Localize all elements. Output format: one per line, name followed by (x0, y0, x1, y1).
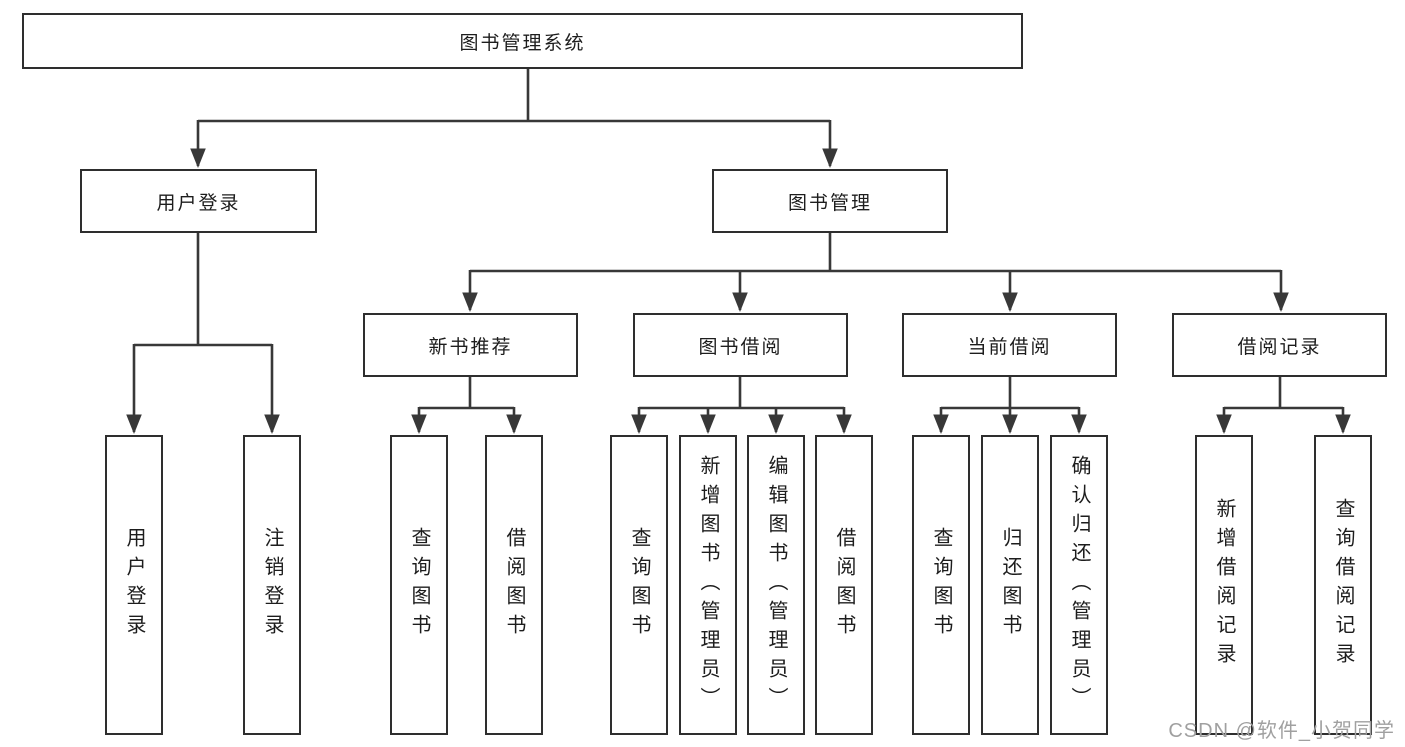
connector-book-mgmt-children (462, 233, 1289, 312)
leaf-borrow-books-recommend: 借阅图书 (485, 435, 543, 735)
leaf-edit-book-admin: 编辑图书（管理员） (747, 435, 805, 735)
leaf-add-borrow-record: 新增借阅记录 (1195, 435, 1253, 735)
leaf-query-books-current: 查询图书 (912, 435, 970, 735)
leaf-user-login: 用户登录 (105, 435, 163, 735)
connector-user-login-children (126, 233, 280, 434)
node-new-book-recommend: 新书推荐 (363, 313, 578, 377)
node-borrow-records: 借阅记录 (1172, 313, 1387, 377)
node-book-borrowing: 图书借阅 (633, 313, 848, 377)
leaf-query-books-borrow: 查询图书 (610, 435, 668, 735)
leaf-confirm-return-admin: 确认归还（管理员） (1050, 435, 1108, 735)
connector-current-borrow-children (933, 377, 1087, 434)
leaf-borrow-books: 借阅图书 (815, 435, 873, 735)
connector-borrow-records-children (1216, 377, 1351, 434)
connector-root-to-level2 (190, 69, 838, 168)
leaf-query-borrow-record: 查询借阅记录 (1314, 435, 1372, 735)
node-user-login: 用户登录 (80, 169, 317, 233)
connector-new-book-children (411, 377, 522, 434)
leaf-logout: 注销登录 (243, 435, 301, 735)
csdn-watermark: CSDN @软件_小贺同学 (1168, 720, 1395, 742)
node-book-management: 图书管理 (712, 169, 948, 233)
node-current-borrowing: 当前借阅 (902, 313, 1117, 377)
connector-book-borrow-children (631, 377, 852, 434)
leaf-return-book: 归还图书 (981, 435, 1039, 735)
leaf-add-book-admin: 新增图书（管理员） (679, 435, 737, 735)
node-root-system: 图书管理系统 (22, 13, 1023, 69)
leaf-query-books-recommend: 查询图书 (390, 435, 448, 735)
